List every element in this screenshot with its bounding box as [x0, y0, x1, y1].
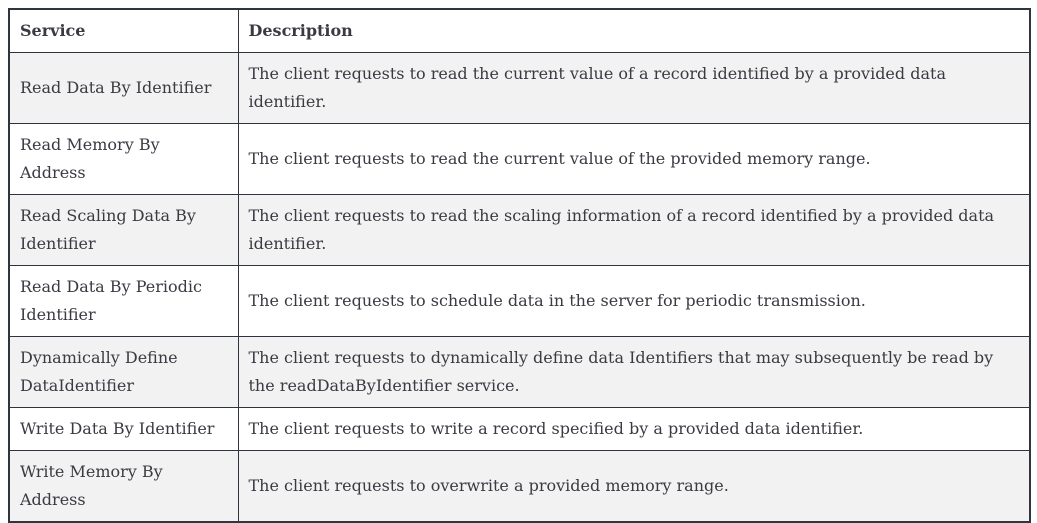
service-cell: Read Memory By Address	[8, 123, 239, 195]
table-row: Read Data By Identifier The client reque…	[8, 52, 1031, 124]
description-cell: The client requests to write a record sp…	[237, 407, 1031, 451]
description-cell: The client requests to read the current …	[237, 52, 1031, 124]
column-header-description: Description	[237, 8, 1031, 53]
description-cell: The client requests to overwrite a provi…	[237, 450, 1031, 523]
table-header-row: Service Description	[8, 8, 1031, 53]
description-cell: The client requests to read the current …	[237, 123, 1031, 195]
table-row: Read Memory By Address The client reques…	[8, 123, 1031, 195]
description-cell: The client requests to read the scaling …	[237, 194, 1031, 266]
service-cell: Write Memory By Address	[8, 450, 239, 523]
page: Service Description Read Data By Identif…	[8, 8, 1031, 523]
service-description-table: Service Description Read Data By Identif…	[8, 8, 1031, 523]
service-cell: Read Data By Identifier	[8, 52, 239, 124]
description-cell: The client requests to schedule data in …	[237, 265, 1031, 337]
description-cell: The client requests to dynamically defin…	[237, 336, 1031, 408]
table-row: Write Memory By Address The client reque…	[8, 450, 1031, 523]
table-row: Dynamically Define DataIdentifier The cl…	[8, 336, 1031, 408]
table-row: Read Scaling Data By Identifier The clie…	[8, 194, 1031, 266]
table-row: Read Data By Periodic Identifier The cli…	[8, 265, 1031, 337]
column-header-service: Service	[8, 8, 239, 53]
table-row: Write Data By Identifier The client requ…	[8, 407, 1031, 451]
service-cell: Read Data By Periodic Identifier	[8, 265, 239, 337]
service-cell: Read Scaling Data By Identifier	[8, 194, 239, 266]
service-cell: Dynamically Define DataIdentifier	[8, 336, 239, 408]
service-cell: Write Data By Identifier	[8, 407, 239, 451]
